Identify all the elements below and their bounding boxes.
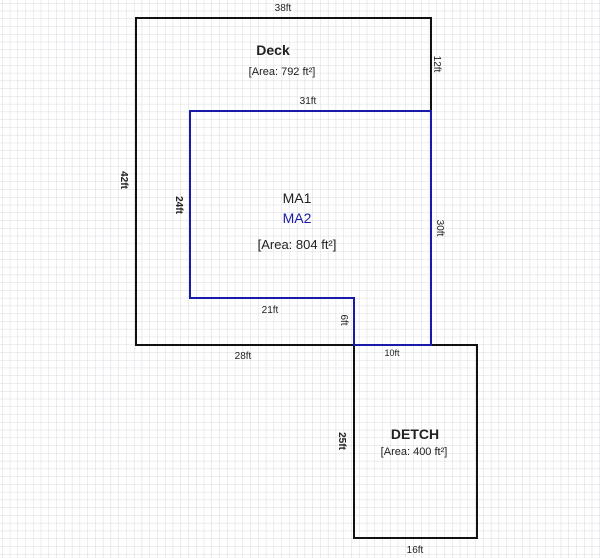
main-area-outline[interactable] [189,110,432,346]
detch-label: DETCH [391,426,439,442]
ma1-label: MA1 [283,190,312,206]
ma-bottom-right-dim: 10ft [384,348,400,358]
deck-right-dim: 12ft [431,56,442,73]
deck-label: Deck [256,42,290,58]
ma-left-dim: 24ft [173,196,184,214]
deck-top-dim: 38ft [275,3,292,14]
detch-left-dim: 25ft [336,432,347,450]
ma-step-dim: 6ft [338,314,349,325]
deck-bottom-dim: 28ft [235,351,252,362]
ma2-label: MA2 [283,210,312,226]
detch-bottom-dim: 16ft [407,545,424,556]
ma-area: [Area: 804 ft²] [258,237,337,252]
ma-bottom-left-dim: 21ft [262,305,279,316]
ma-top-dim: 31ft [300,96,317,107]
deck-left-dim: 42ft [118,171,129,189]
ma-right-dim: 30ft [434,220,445,237]
detch-area: [Area: 400 ft²] [381,446,448,458]
deck-area: [Area: 792 ft²] [249,66,316,78]
